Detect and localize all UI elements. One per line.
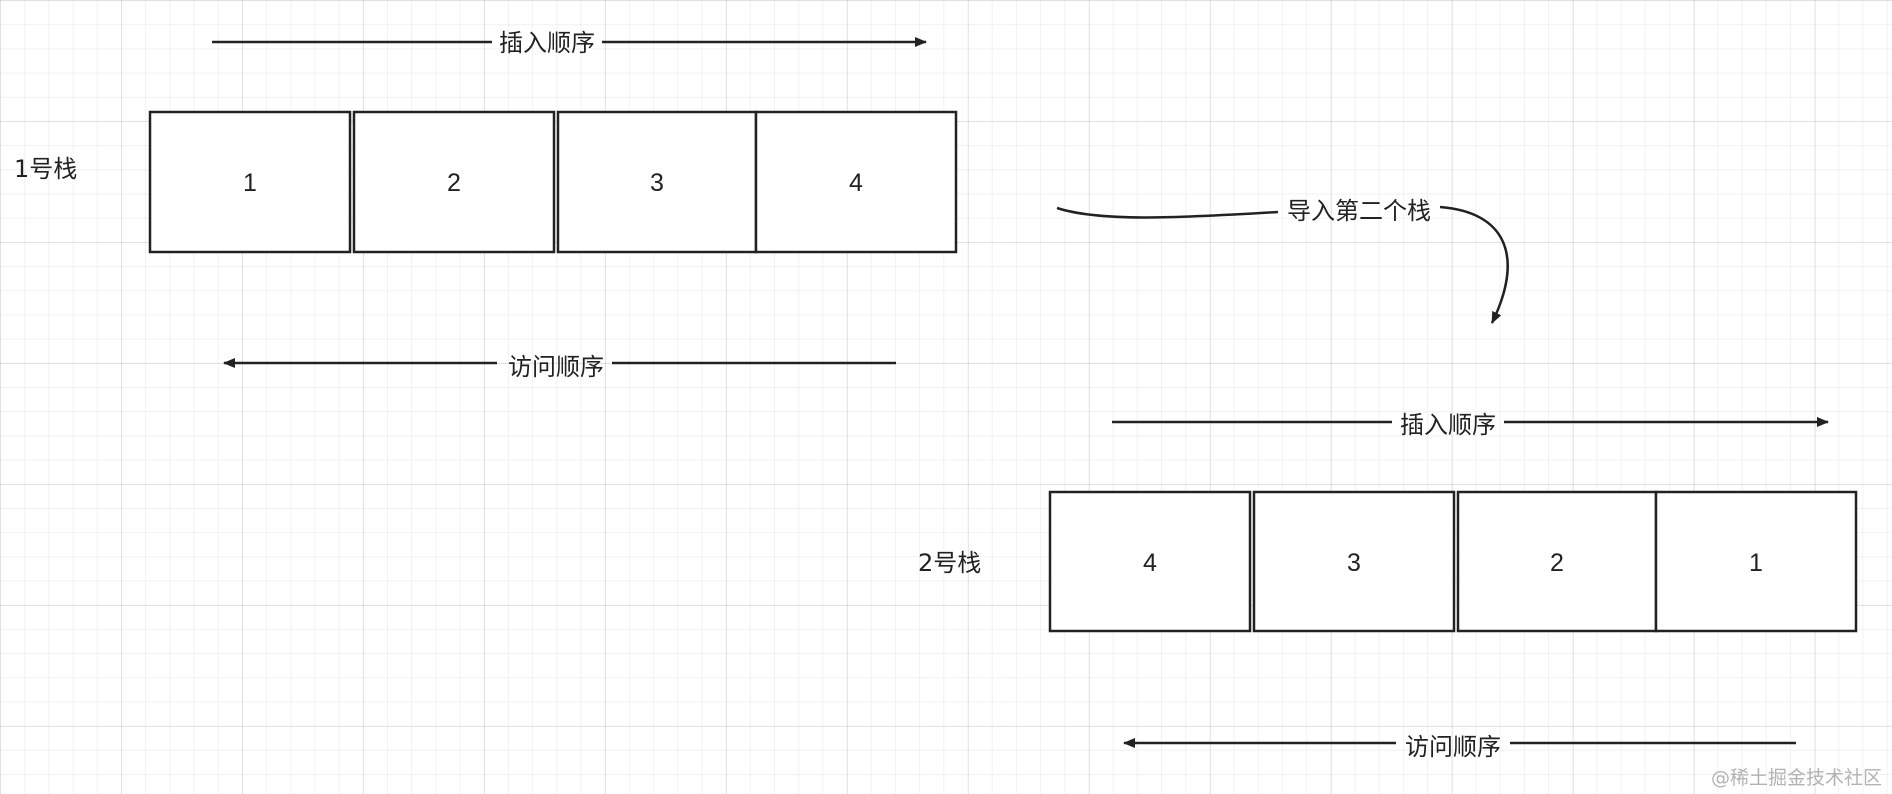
- stack-1-label: 1号栈: [14, 155, 77, 183]
- stack-1-access-arrow: 访问顺序: [223, 353, 896, 381]
- stack-1-cell-value: 3: [650, 169, 664, 197]
- stack-2-insert-label: 插入顺序: [1400, 411, 1496, 439]
- stack-1: 1 2 3 4: [148, 110, 958, 254]
- stack-1-cell: 1: [148, 110, 352, 254]
- stack-2-label: 2号栈: [918, 549, 981, 577]
- stack-2-cell-value: 4: [1143, 549, 1157, 577]
- stack-2-cell-value: 1: [1749, 549, 1763, 577]
- stack-2-cell: 1: [1654, 490, 1858, 633]
- stack-1-cell-value: 2: [447, 169, 461, 197]
- stack-2-cell-value: 2: [1550, 549, 1564, 577]
- transfer-label: 导入第二个栈: [1287, 197, 1431, 225]
- stack-1-cell: 2: [352, 110, 556, 254]
- stack-2-access-label: 访问顺序: [1405, 733, 1501, 761]
- stack-1-insert-arrow: 插入顺序: [212, 29, 927, 57]
- stack-1-cell-value: 1: [243, 169, 257, 197]
- transfer-arrow: 导入第二个栈: [1056, 197, 1509, 324]
- stack-1-access-label: 访问顺序: [508, 353, 604, 381]
- stack-2: 4 3 2 1: [1048, 490, 1858, 633]
- stack-1-cell: 3: [556, 110, 758, 254]
- stack-2-cell: 4: [1048, 490, 1252, 633]
- stack-2-insert-arrow: 插入顺序: [1112, 411, 1829, 439]
- stack-2-cell: 2: [1456, 490, 1658, 633]
- stack-1-cell-value: 4: [849, 169, 863, 197]
- stack-1-insert-label: 插入顺序: [499, 29, 595, 57]
- watermark: @稀土掘金技术社区: [1711, 767, 1882, 789]
- stack-2-access-arrow: 访问顺序: [1123, 733, 1796, 761]
- stack-2-cell-value: 3: [1347, 549, 1361, 577]
- stack-2-cell: 3: [1252, 490, 1456, 633]
- stack-1-cell: 4: [754, 110, 958, 254]
